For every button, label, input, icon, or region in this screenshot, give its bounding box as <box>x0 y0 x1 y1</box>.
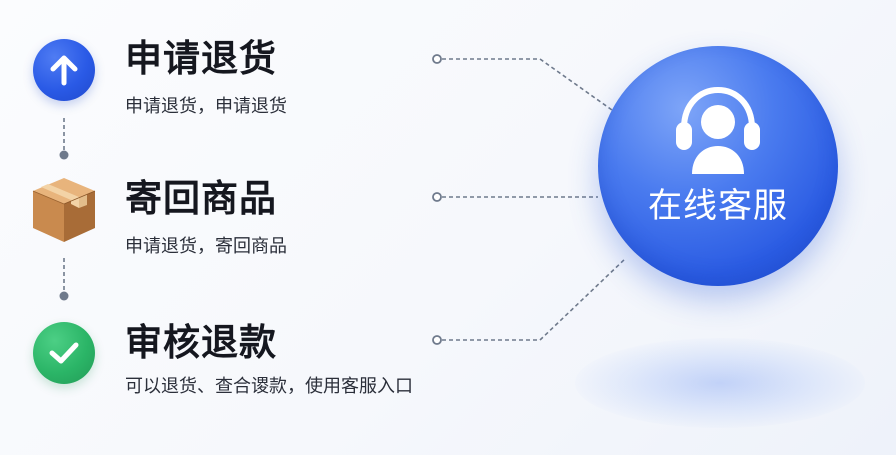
timeline-dot-1 <box>59 150 69 160</box>
arrow-up-icon <box>33 39 95 101</box>
service-glow <box>575 338 865 428</box>
link-node-3 <box>432 335 442 345</box>
timeline-dot-2 <box>59 291 69 301</box>
service-link-1 <box>442 58 613 111</box>
checkmark-icon <box>33 322 95 384</box>
step-title-ship-back: 寄回商品 <box>125 177 277 220</box>
headset-agent-icon <box>676 86 760 174</box>
step-description-refund-review: 可以退货、查合谡款，使用客服入口 <box>125 376 413 397</box>
link-node-1 <box>432 54 442 64</box>
package-box-icon <box>27 172 101 246</box>
service-link-3 <box>442 257 627 341</box>
online-service-label: 在线客服 <box>648 186 788 226</box>
step-title-return-request: 申请退货 <box>125 37 277 80</box>
step-description-ship-back: 申请退货，寄回商品 <box>125 236 287 257</box>
online-service-button[interactable]: 在线客服 <box>598 46 838 286</box>
step-title-refund-review: 审核退款 <box>125 321 277 364</box>
step-description-return-request: 申请退货，申请退货 <box>125 96 287 117</box>
link-node-2 <box>432 192 442 202</box>
